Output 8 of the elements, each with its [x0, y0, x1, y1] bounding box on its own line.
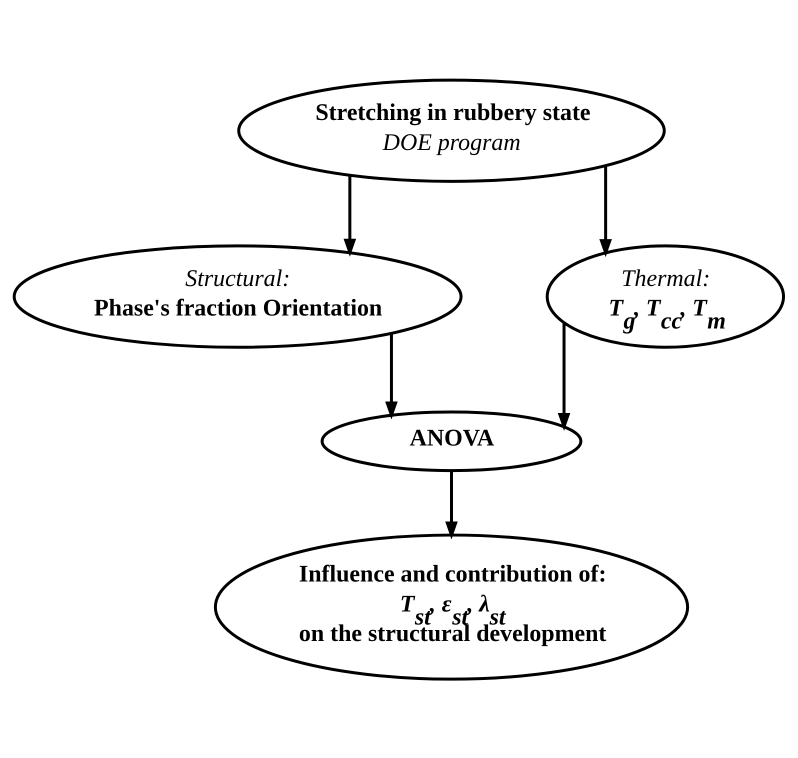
- node-ellipse: Structural: Phase's fraction Orientation: [12, 244, 463, 348]
- arrow: [558, 322, 570, 430]
- arrow: [385, 332, 398, 419]
- node-ellipse: Stretching in rubbery state DOE program: [237, 78, 666, 182]
- node-ellipse: ANOVA: [320, 410, 582, 472]
- arrow: [445, 470, 458, 539]
- arrow: [599, 165, 612, 257]
- arrow: [344, 175, 356, 256]
